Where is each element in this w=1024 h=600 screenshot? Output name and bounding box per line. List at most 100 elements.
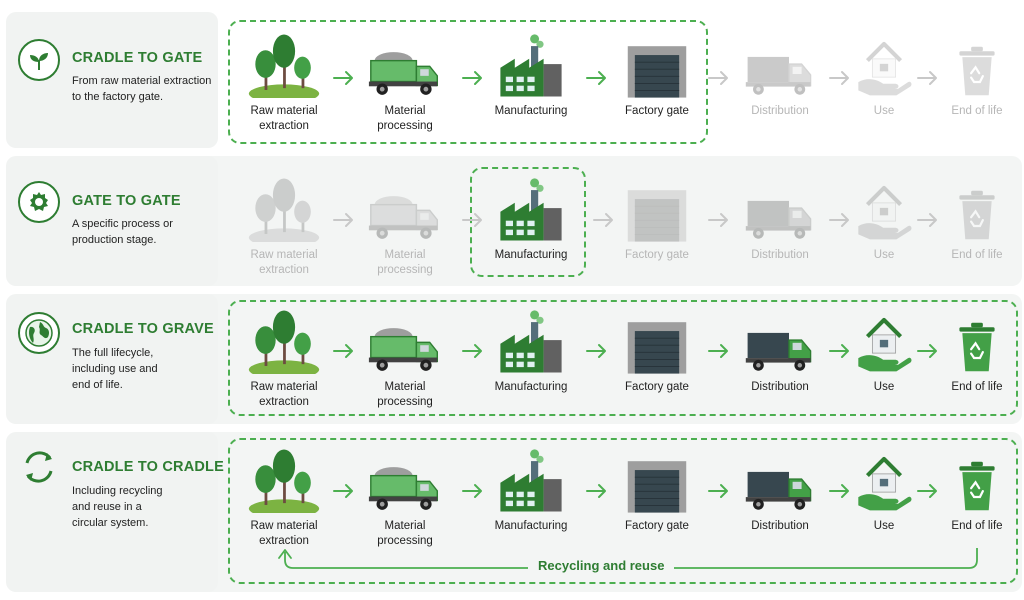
stage-label: Raw material extraction bbox=[250, 249, 318, 276]
row-title: CRADLE TO GATE bbox=[72, 50, 203, 66]
stage-end-of-life: End of life bbox=[922, 28, 1024, 119]
factory-gate-icon bbox=[602, 304, 712, 374]
row-title: CRADLE TO CRADLE bbox=[72, 459, 224, 475]
stage-label: Manufacturing bbox=[494, 105, 568, 117]
factory-gate-icon bbox=[602, 172, 712, 242]
stage-label: Material processing bbox=[377, 381, 433, 408]
stage-manufacturing: Manufacturing bbox=[476, 304, 586, 395]
row-title: GATE TO GATE bbox=[72, 193, 181, 209]
stage-label: Use bbox=[873, 105, 895, 117]
stage-label: End of life bbox=[951, 520, 1003, 532]
stage-label: Factory gate bbox=[625, 105, 689, 117]
row-description: A specific process or production stage. bbox=[72, 218, 173, 246]
stage-material-processing: Material processing bbox=[350, 443, 460, 549]
row-gate-to-gate-card: GATE TO GATE A specific process or produ… bbox=[6, 156, 218, 286]
gear-icon bbox=[18, 181, 60, 223]
delivery-truck-icon bbox=[725, 172, 835, 242]
row-description: The full lifecycle, including use and en… bbox=[72, 347, 158, 391]
stage-raw-material-extraction: Raw material extraction bbox=[229, 172, 339, 278]
stage-label: End of life bbox=[951, 381, 1003, 393]
stage-label: Raw material extraction bbox=[250, 381, 318, 408]
globe-icon bbox=[18, 312, 60, 354]
dump-truck-icon bbox=[350, 304, 460, 374]
stage-label: Distribution bbox=[751, 249, 809, 261]
stage-label: Material processing bbox=[377, 249, 433, 276]
trees-icon bbox=[229, 443, 339, 513]
stage-label: Raw material extraction bbox=[250, 520, 318, 547]
stage-label: Use bbox=[873, 520, 895, 532]
factory-icon bbox=[476, 443, 586, 513]
stage-distribution: Distribution bbox=[725, 172, 835, 263]
row-cradle-to-cradle-card: CRADLE TO CRADLE Including recycling and… bbox=[6, 432, 224, 592]
stage-label: Raw material extraction bbox=[250, 105, 318, 132]
recycle-bin-icon bbox=[922, 172, 1024, 242]
stage-raw-material-extraction: Raw material extraction bbox=[229, 28, 339, 134]
stage-raw-material-extraction: Raw material extraction bbox=[229, 443, 339, 549]
stage-label: Factory gate bbox=[625, 381, 689, 393]
stage-use: Use bbox=[829, 172, 939, 263]
scope-boundary-gate-to-gate bbox=[470, 167, 586, 277]
stage-distribution: Distribution bbox=[725, 304, 835, 395]
stage-label: Use bbox=[873, 381, 895, 393]
stage-manufacturing: Manufacturing bbox=[476, 443, 586, 534]
stage-label: Manufacturing bbox=[494, 249, 568, 261]
stage-factory-gate: Factory gate bbox=[602, 28, 712, 119]
factory-icon bbox=[476, 172, 586, 242]
row-title: CRADLE TO GRAVE bbox=[72, 321, 214, 337]
stage-raw-material-extraction: Raw material extraction bbox=[229, 304, 339, 410]
stage-label: End of life bbox=[951, 249, 1003, 261]
recycle-bin-icon bbox=[922, 304, 1024, 374]
stage-material-processing: Material processing bbox=[350, 28, 460, 134]
scope-boundary-cradle-to-grave bbox=[228, 300, 1018, 416]
stage-end-of-life: End of life bbox=[922, 304, 1024, 395]
dump-truck-icon bbox=[350, 172, 460, 242]
stage-label: End of life bbox=[951, 105, 1003, 117]
trees-icon bbox=[229, 172, 339, 242]
stage-end-of-life: End of life bbox=[922, 443, 1024, 534]
row-cradle-to-grave-card: CRADLE TO GRAVE The full lifecycle, incl… bbox=[6, 294, 218, 424]
stage-material-processing: Material processing bbox=[350, 304, 460, 410]
scope-boundary-cradle-to-cradle bbox=[228, 438, 1018, 584]
stage-label: Distribution bbox=[751, 105, 809, 117]
stage-label: Distribution bbox=[751, 520, 809, 532]
stage-distribution: Distribution bbox=[725, 28, 835, 119]
stage-label: Manufacturing bbox=[494, 520, 568, 532]
stage-label: Factory gate bbox=[625, 520, 689, 532]
stage-distribution: Distribution bbox=[725, 443, 835, 534]
row-cradle-to-gate-card: CRADLE TO GATE From raw material extract… bbox=[6, 12, 218, 148]
stage-label: Distribution bbox=[751, 381, 809, 393]
delivery-truck-icon bbox=[725, 443, 835, 513]
stage-label: Manufacturing bbox=[494, 381, 568, 393]
stage-factory-gate: Factory gate bbox=[602, 172, 712, 263]
dump-truck-icon bbox=[350, 28, 460, 98]
factory-icon bbox=[476, 304, 586, 374]
trees-icon bbox=[229, 304, 339, 374]
factory-gate-icon bbox=[602, 28, 712, 98]
row-description: From raw material extraction to the fact… bbox=[72, 75, 212, 103]
delivery-truck-icon bbox=[725, 304, 835, 374]
stage-label: Material processing bbox=[377, 105, 433, 132]
stage-label: Material processing bbox=[377, 520, 433, 547]
stage-material-processing: Material processing bbox=[350, 172, 460, 278]
recycling-and-reuse-label: Recycling and reuse bbox=[528, 558, 675, 573]
stage-manufacturing: Manufacturing bbox=[476, 172, 586, 263]
stage-factory-gate: Factory gate bbox=[602, 304, 712, 395]
factory-icon bbox=[476, 28, 586, 98]
stage-manufacturing: Manufacturing bbox=[476, 28, 586, 119]
stage-use: Use bbox=[829, 304, 939, 395]
factory-gate-icon bbox=[602, 443, 712, 513]
cycle-arrows-icon bbox=[18, 446, 60, 488]
dump-truck-icon bbox=[350, 443, 460, 513]
recycle-bin-icon bbox=[922, 28, 1024, 98]
recycle-bin-icon bbox=[922, 443, 1024, 513]
stage-use: Use bbox=[829, 443, 939, 534]
stage-end-of-life: End of life bbox=[922, 172, 1024, 263]
stage-label: Factory gate bbox=[625, 249, 689, 261]
stage-use: Use bbox=[829, 28, 939, 119]
sprout-icon bbox=[18, 39, 60, 81]
trees-icon bbox=[229, 28, 339, 98]
stage-factory-gate: Factory gate bbox=[602, 443, 712, 534]
delivery-truck-icon bbox=[725, 28, 835, 98]
scope-boundary-cradle-to-gate bbox=[228, 20, 708, 144]
row-description: Including recycling and reuse in a circu… bbox=[72, 485, 163, 529]
